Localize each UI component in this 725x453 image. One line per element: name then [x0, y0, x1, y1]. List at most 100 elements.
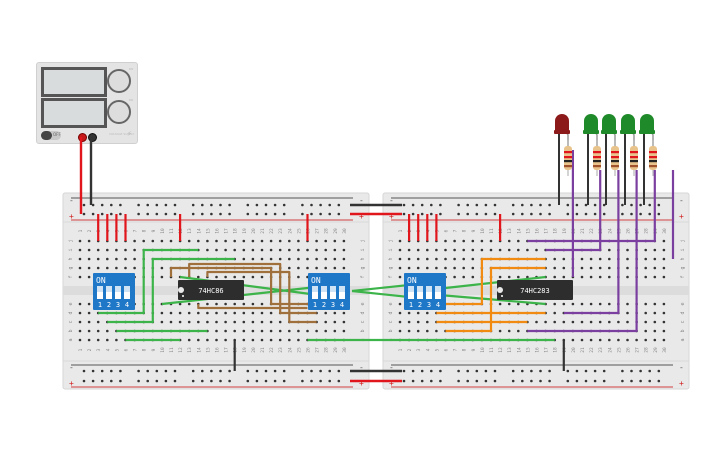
- terminal-hole[interactable]: [269, 311, 273, 315]
- terminal-hole[interactable]: [562, 266, 566, 270]
- terminal-hole[interactable]: [224, 275, 227, 279]
- rail-hole[interactable]: [566, 379, 570, 383]
- terminal-hole[interactable]: [169, 320, 173, 324]
- rail-hole[interactable]: [466, 379, 470, 383]
- terminal-hole[interactable]: [324, 248, 328, 252]
- rail-hole[interactable]: [282, 379, 286, 383]
- terminal-hole[interactable]: [462, 248, 466, 252]
- terminal-hole[interactable]: [507, 275, 511, 279]
- terminal-hole[interactable]: [562, 320, 566, 324]
- terminal-hole[interactable]: [426, 257, 429, 261]
- orange-wire[interactable]: [436, 257, 546, 306]
- rail-hole[interactable]: [328, 369, 332, 373]
- rail-hole[interactable]: [301, 212, 304, 216]
- terminal-hole[interactable]: [553, 302, 556, 306]
- terminal-hole[interactable]: [517, 302, 520, 306]
- purple-wire[interactable]: [527, 170, 656, 243]
- terminal-hole[interactable]: [96, 257, 100, 261]
- terminal-hole[interactable]: [498, 275, 502, 279]
- rail-hole[interactable]: [402, 369, 406, 373]
- terminal-hole[interactable]: [197, 320, 200, 324]
- rail-hole[interactable]: [584, 369, 588, 373]
- rail-hole[interactable]: [593, 212, 597, 216]
- terminal-hole[interactable]: [233, 248, 236, 252]
- terminal-hole[interactable]: [124, 257, 127, 261]
- dip-toggle[interactable]: [435, 286, 441, 299]
- terminal-hole[interactable]: [608, 302, 611, 306]
- rail-hole[interactable]: [155, 379, 159, 383]
- rail-hole[interactable]: [575, 212, 579, 216]
- terminal-hole[interactable]: [480, 239, 484, 243]
- terminal-hole[interactable]: [608, 320, 611, 324]
- terminal-hole[interactable]: [324, 329, 328, 333]
- terminal-hole[interactable]: [526, 275, 529, 279]
- rail-hole[interactable]: [282, 203, 286, 207]
- rail-hole[interactable]: [402, 379, 406, 383]
- rail-hole[interactable]: [119, 379, 122, 383]
- rail-hole[interactable]: [511, 212, 515, 216]
- rail-hole[interactable]: [457, 369, 460, 373]
- terminal-hole[interactable]: [242, 329, 246, 333]
- terminal-hole[interactable]: [342, 329, 346, 333]
- rail-hole[interactable]: [639, 212, 642, 216]
- terminal-hole[interactable]: [124, 248, 127, 252]
- rail-hole[interactable]: [337, 212, 341, 216]
- terminal-hole[interactable]: [160, 320, 164, 324]
- terminal-hole[interactable]: [644, 302, 647, 306]
- terminal-hole[interactable]: [324, 266, 328, 270]
- rail-hole[interactable]: [337, 369, 341, 373]
- brown-wire[interactable]: [206, 270, 317, 324]
- rail-hole[interactable]: [575, 203, 579, 207]
- terminal-hole[interactable]: [608, 338, 611, 342]
- terminal-hole[interactable]: [333, 248, 337, 252]
- terminal-hole[interactable]: [78, 311, 82, 315]
- terminal-hole[interactable]: [444, 257, 447, 261]
- terminal-hole[interactable]: [342, 248, 346, 252]
- rail-hole[interactable]: [273, 212, 277, 216]
- rail-hole[interactable]: [457, 379, 460, 383]
- ic-body[interactable]: [178, 280, 244, 300]
- terminal-hole[interactable]: [206, 248, 209, 252]
- terminal-hole[interactable]: [398, 239, 402, 243]
- terminal-hole[interactable]: [662, 338, 666, 342]
- terminal-hole[interactable]: [571, 320, 575, 324]
- terminal-hole[interactable]: [187, 302, 191, 306]
- terminal-hole[interactable]: [251, 311, 255, 315]
- terminal-hole[interactable]: [398, 275, 402, 279]
- terminal-hole[interactable]: [106, 248, 109, 252]
- terminal-hole[interactable]: [498, 329, 502, 333]
- green-wire[interactable]: [427, 275, 546, 292]
- terminal-hole[interactable]: [288, 329, 291, 333]
- rail-hole[interactable]: [210, 212, 213, 216]
- terminal-hole[interactable]: [324, 311, 328, 315]
- terminal-hole[interactable]: [297, 257, 300, 261]
- terminal-hole[interactable]: [653, 257, 657, 261]
- rail-hole[interactable]: [402, 203, 406, 207]
- rail-hole[interactable]: [530, 369, 533, 373]
- terminal-hole[interactable]: [507, 329, 511, 333]
- terminal-hole[interactable]: [315, 266, 318, 270]
- terminal-hole[interactable]: [133, 239, 136, 243]
- terminal-hole[interactable]: [96, 320, 100, 324]
- terminal-hole[interactable]: [598, 338, 602, 342]
- rail-hole[interactable]: [328, 379, 332, 383]
- rail-hole[interactable]: [648, 212, 651, 216]
- terminal-hole[interactable]: [215, 311, 218, 315]
- terminal-hole[interactable]: [407, 320, 411, 324]
- rail-hole[interactable]: [100, 212, 104, 216]
- rail-hole[interactable]: [301, 369, 304, 373]
- green-wire[interactable]: [98, 248, 199, 315]
- terminal-hole[interactable]: [260, 329, 264, 333]
- rail-hole[interactable]: [511, 379, 515, 383]
- rail-hole[interactable]: [191, 369, 195, 373]
- rail-hole[interactable]: [411, 203, 415, 207]
- terminal-hole[interactable]: [608, 266, 611, 270]
- terminal-hole[interactable]: [251, 239, 255, 243]
- terminal-hole[interactable]: [553, 320, 556, 324]
- terminal-hole[interactable]: [224, 320, 227, 324]
- rail-hole[interactable]: [137, 212, 140, 216]
- rail-hole[interactable]: [539, 212, 542, 216]
- terminal-hole[interactable]: [342, 239, 346, 243]
- rail-hole[interactable]: [521, 212, 524, 216]
- rail-hole[interactable]: [328, 203, 332, 207]
